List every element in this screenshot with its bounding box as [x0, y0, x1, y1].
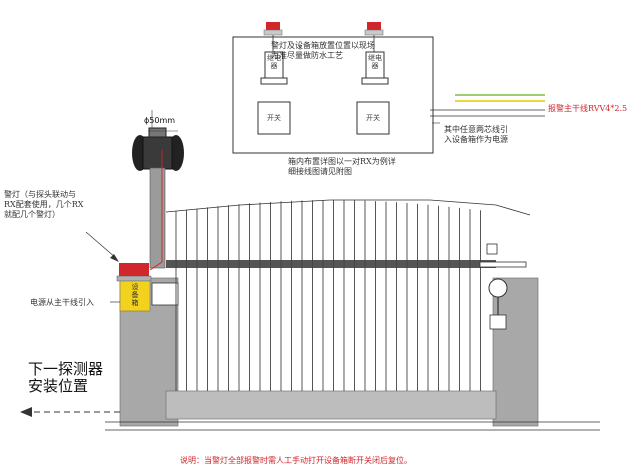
relay-left-label: 继电器: [267, 54, 281, 70]
warning-light-note: 警灯（与探头联动与 RX配套使用，几个RX 就配几个警灯）: [4, 190, 84, 219]
footer-note: 说明：当警灯全部报警时需人工手动打开设备箱断开关闭后复位。: [180, 456, 412, 465]
detector-position-label: 下一探测器 安装位置: [28, 360, 104, 395]
sliding-gate: [165, 260, 497, 420]
box-warning-light-left: [263, 22, 283, 36]
equipment-box-detail: [232, 36, 434, 154]
box-warning-light-right: [364, 22, 384, 36]
pole-warning-light: [132, 127, 184, 171]
base-warning-light: [119, 263, 149, 278]
trunk-wires: [430, 94, 545, 117]
right-detector: [488, 278, 508, 330]
switch-left: [257, 101, 291, 135]
right-pillar: [492, 277, 539, 427]
switch-right-label: 开关: [366, 114, 380, 122]
switch-left-label: 开关: [267, 114, 281, 122]
relay-right-label: 继电器: [368, 54, 382, 70]
power-note: 其中任意两芯线引 入设备箱作为电源: [444, 125, 508, 144]
device-box-label: 设备箱: [131, 283, 139, 307]
box-caption: 箱内布置详图以一对RX为例详 细接线图请见附图: [288, 157, 396, 176]
power-in-label: 电源从主干线引入: [30, 298, 94, 307]
pole: [149, 167, 166, 269]
device-box: [119, 280, 151, 312]
switch-right: [356, 101, 390, 135]
gate-top-profile: [165, 199, 531, 216]
top-note: 警灯及设备箱放置位置以现场 为准尽量做防水工艺: [271, 41, 375, 60]
wire-label: 报警主干线RVV4*2.5: [548, 104, 628, 113]
ground: [105, 421, 600, 431]
gate-bars: [175, 200, 481, 391]
diameter-label: ϕ50mm: [144, 116, 176, 125]
